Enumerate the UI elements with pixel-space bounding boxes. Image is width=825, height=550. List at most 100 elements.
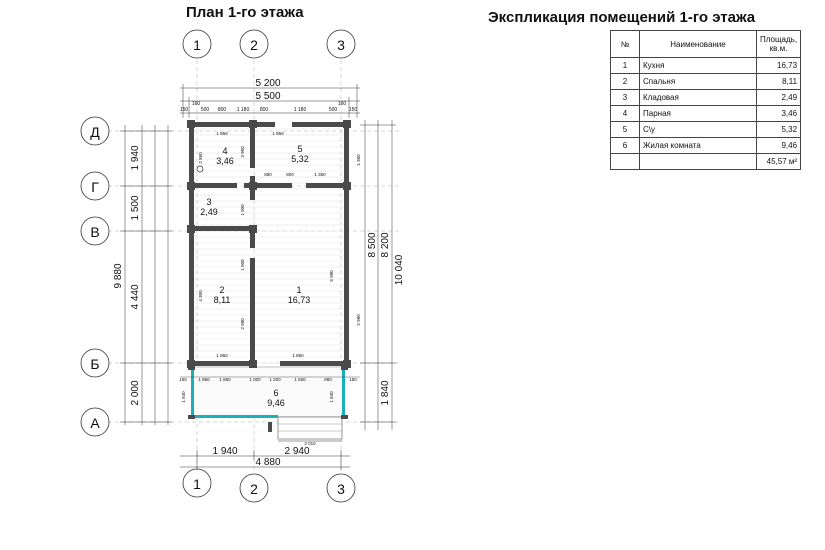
dim-right-4: 1 840 — [380, 380, 391, 405]
axis-label-g: Г — [91, 179, 99, 195]
table-row: 5 С\у 5,32 — [610, 121, 802, 138]
dim-small: 150 — [349, 377, 357, 382]
dim-top-outer: 5 200 — [255, 78, 280, 89]
porch-glazing — [188, 366, 348, 432]
dimension-lines-bottom — [180, 440, 350, 470]
dim-small: 160 — [192, 101, 201, 107]
dim-bottom-total: 4 880 — [255, 457, 280, 468]
dim-small: 1 200 — [269, 377, 281, 382]
axis-label-1-bottom: 1 — [193, 476, 201, 492]
dim-bottom-1: 1 940 — [212, 446, 237, 457]
room-number: 5 — [297, 144, 302, 154]
plan-title: План 1-го этажа — [186, 4, 304, 21]
axis-bubbles-left — [80, 116, 110, 437]
dimension-lines-left — [120, 125, 172, 425]
room-area: 9,46 — [267, 398, 285, 408]
row-area: 3,46 — [755, 105, 802, 122]
axis-bubbles-top — [182, 29, 356, 59]
axis-label-1-top: 1 — [193, 37, 201, 53]
axis-label-2-bottom: 2 — [250, 481, 258, 497]
dim-small: 1 860 — [216, 353, 228, 358]
room-area: 8,11 — [214, 295, 231, 305]
dim-left-3: 4 440 — [130, 284, 141, 309]
dim-right-2: 8 200 — [380, 232, 391, 257]
table-row: 6 Жилая комната 9,46 — [610, 137, 802, 154]
dim-bottom-2: 2 940 — [284, 446, 309, 457]
axis-bubbles-bottom — [182, 468, 356, 503]
dim-right-3: 10 040 — [394, 254, 405, 285]
header-name: Наименование — [639, 30, 757, 58]
dim-small: 500 — [201, 107, 210, 113]
dim-small: 1 900 — [240, 204, 245, 216]
dim-top-small: 150 500 800 1 180 800 1 180 500 150 160 … — [180, 101, 358, 113]
room-area: 5,32 — [291, 154, 309, 164]
dim-small: 150 — [180, 107, 189, 113]
total-area: 45,57 м² — [755, 153, 802, 170]
axis-label-3-bottom: 3 — [337, 481, 345, 497]
dim-porch-row: 150 1 860 1 860 1 000 1 200 1 560 880 15… — [179, 376, 360, 382]
room-number: 3 — [206, 197, 211, 207]
room-labels: 4 3,46 5 5,32 3 2,49 2 8,11 1 16,73 6 9,… — [200, 144, 310, 408]
dim-small: 500 — [329, 107, 338, 113]
dim-small: 1 860 — [292, 353, 304, 358]
axis-label-d: Д — [90, 124, 100, 140]
dim-small: 1 180 — [294, 107, 307, 113]
dim-small: 1 860 — [198, 377, 210, 382]
room-number: 1 — [296, 285, 301, 295]
room-number: 6 — [273, 388, 278, 398]
dim-small: 160 — [338, 101, 347, 107]
dim-inner-vertical: 2 860 3 960 1 900 4 300 5 980 2 980 2 98… — [198, 146, 361, 330]
dim-small: 880 — [264, 172, 272, 177]
dim-small: 1 560 — [294, 377, 306, 382]
dim-small: 2 980 — [240, 318, 245, 330]
table-row: 4 Парная 3,46 — [610, 105, 802, 122]
axis-label-2-top: 2 — [250, 37, 258, 53]
header-no: № — [610, 30, 640, 58]
dim-small: 1 000 — [249, 377, 261, 382]
dim-left-2: 1 500 — [130, 195, 141, 220]
room-number: 2 — [219, 285, 224, 295]
dim-small: 1 860 — [216, 131, 228, 136]
dimension-lines-top — [180, 84, 360, 118]
dim-small: 800 — [260, 107, 269, 113]
dim-small: 880 — [324, 377, 332, 382]
dim-small: 800 — [286, 172, 294, 177]
dimension-lines-right — [360, 120, 396, 430]
floor-fill — [192, 126, 346, 440]
dim-small: 1 860 — [219, 377, 231, 382]
table-total-row: 45,57 м² — [610, 153, 802, 170]
dim-small: 150 — [349, 107, 358, 113]
dim-small: 800 — [218, 107, 227, 113]
dim-left-total: 9 880 — [113, 263, 124, 288]
table-row: 3 Кладовая 2,49 — [610, 89, 802, 106]
room-area: 3,46 — [216, 156, 234, 166]
dim-small: 2 980 — [356, 314, 361, 326]
room-area: 16,73 — [288, 295, 311, 305]
dim-small: 2 860 — [198, 152, 203, 164]
axis-label-a: А — [90, 415, 100, 431]
dim-right-1: 8 500 — [367, 232, 378, 257]
axis-label-v: В — [90, 224, 99, 240]
walls — [187, 120, 351, 368]
dim-small: 1 860 — [272, 131, 284, 136]
dim-small: 4 300 — [198, 290, 203, 302]
dim-small: 1 840 — [329, 391, 334, 403]
dim-small: 1 180 — [237, 107, 250, 113]
room-number: 4 — [222, 146, 227, 156]
dim-top-inner: 5 500 — [255, 91, 280, 102]
dim-small: 1 360 — [356, 154, 361, 166]
dim-small: 1 360 — [314, 172, 326, 177]
stove-icon — [196, 165, 204, 173]
dim-small: 150 — [179, 377, 187, 382]
dim-small: 5 980 — [329, 270, 334, 282]
axis-label-b: Б — [90, 356, 99, 372]
dim-small: 2 010 — [304, 441, 316, 446]
explication-title: Экспликация помещений 1-го этажа — [488, 9, 756, 26]
dim-inner-small: 1 860 1 860 1 860 1 360 880 800 1 860 — [216, 131, 326, 358]
explication-table: № Наименование Площадь, кв.м. 1 Кухня 16… — [610, 30, 802, 170]
dim-left-1: 1 940 — [130, 145, 141, 170]
dim-small: 1 840 — [181, 391, 186, 403]
dim-left-4: 2 000 — [130, 380, 141, 405]
table-row: 2 Спальня 8,11 — [610, 73, 802, 90]
